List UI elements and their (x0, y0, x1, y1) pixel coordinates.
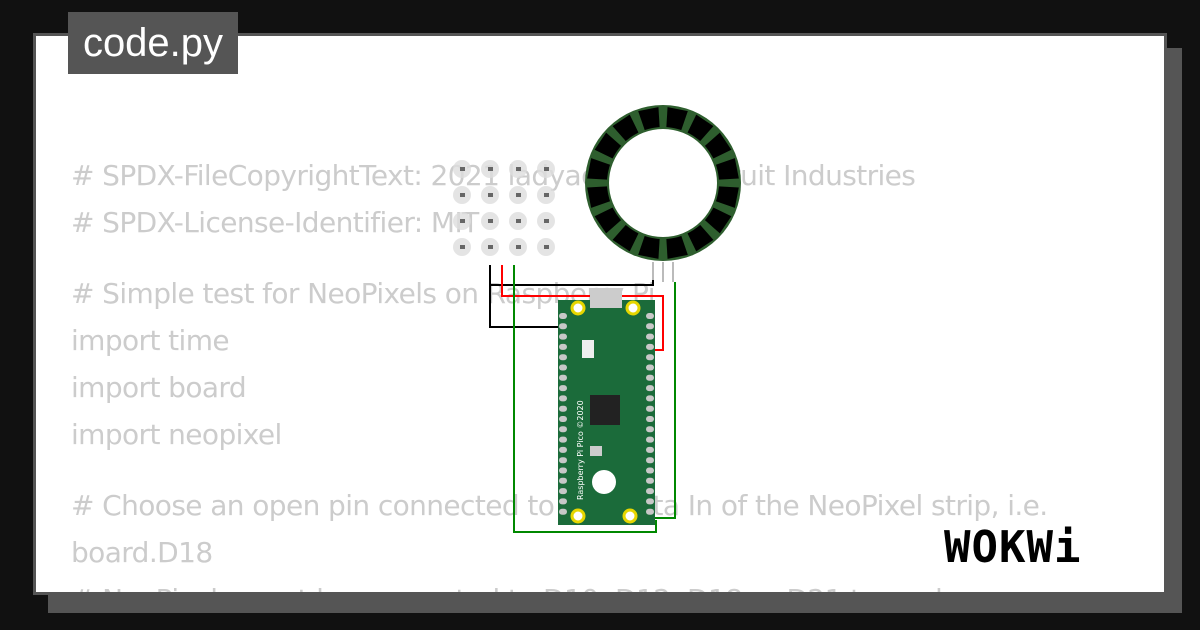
neopixel-matrix[interactable] (453, 160, 555, 256)
ring-led (666, 107, 688, 131)
code-line: # SPDX-License-Identifier: MIT (71, 206, 479, 239)
ring-led (666, 235, 688, 259)
wire-green-2 (648, 282, 676, 519)
wire-red (501, 265, 664, 351)
rp2040-chip (590, 395, 620, 425)
code-line: # NeoPixels must be connected to D10, D1… (71, 576, 1131, 592)
ring-led (612, 224, 639, 252)
ring-led (638, 235, 660, 259)
ring-led (704, 207, 732, 234)
code-line: import neopixel (71, 418, 282, 451)
wire-black (489, 265, 654, 286)
ring-led (687, 224, 714, 252)
pico-board[interactable]: Raspberry Pi Pico ©2020 (558, 288, 655, 525)
wokwi-logo: WOKWi (944, 522, 1082, 573)
ring-led (704, 132, 732, 159)
ring-led (587, 186, 611, 208)
ring-led (612, 114, 639, 142)
ring-led (587, 158, 611, 180)
wire-green (513, 265, 657, 533)
code-line: import board (71, 371, 247, 404)
ring-led (638, 107, 660, 131)
wire-black-2 (489, 285, 567, 328)
ring-led (715, 186, 739, 208)
ring-led (715, 158, 739, 180)
neopixel-ring[interactable] (585, 105, 741, 261)
usb-connector (590, 288, 622, 308)
board-name: Raspberry Pi Pico ©2020 (576, 400, 585, 500)
ring-led (594, 132, 622, 159)
ring-pins (652, 262, 674, 282)
file-tab[interactable]: code.py (68, 12, 238, 74)
ring-led (594, 207, 622, 234)
code-line: import time (71, 324, 230, 357)
raspberry-logo-icon (592, 470, 616, 494)
wires (489, 265, 676, 533)
ring-led (687, 114, 714, 142)
